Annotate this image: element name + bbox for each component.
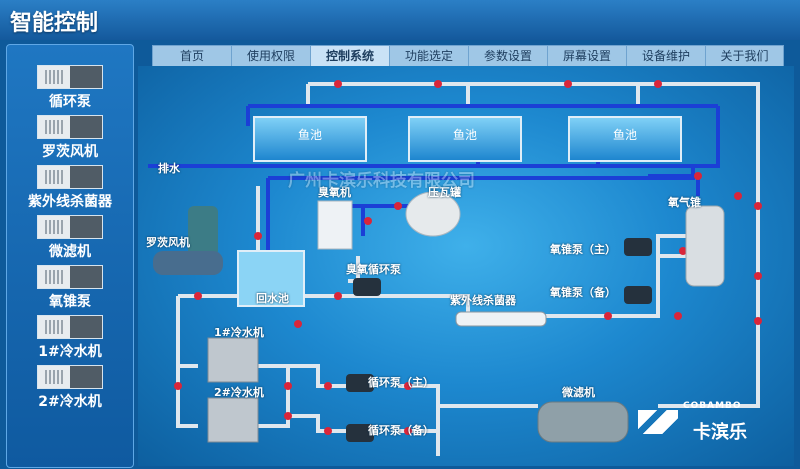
cone-pump-main[interactable] <box>624 238 652 256</box>
tab-about[interactable]: 关于我们 <box>720 49 769 63</box>
company-watermark: 广州卡滨乐科技有限公司 <box>288 171 475 191</box>
cone-pump-main-label: 氧锥泵（主） <box>550 243 616 256</box>
tab-control-system[interactable]: 控制系统 <box>311 46 390 66</box>
tab-screen-settings[interactable]: 屏幕设置 <box>548 46 627 66</box>
sidebar-item-label: 循环泵 <box>49 94 91 110</box>
chiller-1-label: 1#冷水机 <box>214 326 264 339</box>
cone-pump-spare-label: 氧锥泵（备） <box>550 286 616 299</box>
uv-label: 紫外线杀菌器 <box>450 294 516 307</box>
chiller-1 <box>207 337 259 383</box>
uv-sterilizer <box>455 311 547 327</box>
nav-tabs: 首页 使用权限 控制系统 功能选定 参数设置 屏幕设置 设备维护 关于我们 <box>152 45 784 67</box>
switch-chiller-1[interactable] <box>37 315 103 339</box>
chiller-2 <box>207 397 259 443</box>
switch-microfilter[interactable] <box>37 215 103 239</box>
gas-tank <box>405 191 461 237</box>
fish-tank-1: 鱼池 <box>253 116 367 162</box>
logo-name: 卡滨乐 <box>693 422 747 443</box>
process-diagram: 鱼池 鱼池 鱼池 排水 臭氧机 压瓦罐 氧气锥 罗茨风机 回水池 臭氧循环泵 紫… <box>138 66 794 466</box>
sidebar-item-label: 1#冷水机 <box>38 344 102 360</box>
switch-roots-blower[interactable] <box>37 115 103 139</box>
ozone-pump-label: 臭氧循环泵 <box>346 263 401 276</box>
tab-permissions[interactable]: 使用权限 <box>232 46 311 66</box>
app-title: 智能控制 <box>10 11 99 36</box>
oxygen-cone <box>685 205 725 287</box>
tab-home[interactable]: 首页 <box>153 46 232 66</box>
switch-uv-sterilizer[interactable] <box>37 165 103 189</box>
switch-oxygen-cone-pump[interactable] <box>37 265 103 289</box>
oxygen-cone-label: 氧气锥 <box>668 196 701 209</box>
return-tank-label: 回水池 <box>256 292 289 305</box>
circ-pump-main-label: 循环泵（主） <box>368 376 434 389</box>
circ-pump-main[interactable] <box>346 374 374 392</box>
tab-functions[interactable]: 功能选定 <box>390 46 469 66</box>
title-bar: 智能控制 <box>0 0 800 40</box>
drain-label: 排水 <box>158 162 180 175</box>
ozone-pump[interactable] <box>353 278 381 296</box>
ozone-generator-label: 臭氧机 <box>318 186 351 199</box>
microfilter-label: 微滤机 <box>562 386 595 399</box>
switch-chiller-2[interactable] <box>37 365 103 389</box>
roots-blower-label: 罗茨风机 <box>146 236 190 249</box>
sidebar: 循环泵 罗茨风机 紫外线杀菌器 微滤机 氧锥泵 1#冷水机 2#冷水机 <box>6 44 134 468</box>
sidebar-item-label: 2#冷水机 <box>38 394 102 410</box>
cone-pump-spare[interactable] <box>624 286 652 304</box>
roots-blower <box>153 206 223 275</box>
return-tank <box>237 250 305 307</box>
switch-circulation-pump[interactable] <box>37 65 103 89</box>
sidebar-item-label: 紫外线杀菌器 <box>28 194 112 210</box>
chiller-2-label: 2#冷水机 <box>214 386 264 399</box>
microfilter <box>537 401 629 443</box>
fish-tank-2: 鱼池 <box>408 116 522 162</box>
ozone-generator <box>317 200 353 250</box>
sidebar-item-label: 氧锥泵 <box>49 294 91 310</box>
gas-tank-label: 压瓦罐 <box>428 186 461 199</box>
tab-parameters[interactable]: 参数设置 <box>469 46 548 66</box>
logo-icon <box>638 410 678 434</box>
circ-pump-spare[interactable] <box>346 424 374 442</box>
logo-mark: COBAMBO <box>683 401 742 411</box>
tab-maintenance[interactable]: 设备维护 <box>627 46 706 66</box>
sidebar-item-label: 微滤机 <box>49 244 91 260</box>
pipe-network <box>148 80 762 456</box>
fish-tank-3: 鱼池 <box>568 116 682 162</box>
sidebar-item-label: 罗茨风机 <box>42 144 98 160</box>
circ-pump-spare-label: 循环泵（备） <box>368 424 434 437</box>
